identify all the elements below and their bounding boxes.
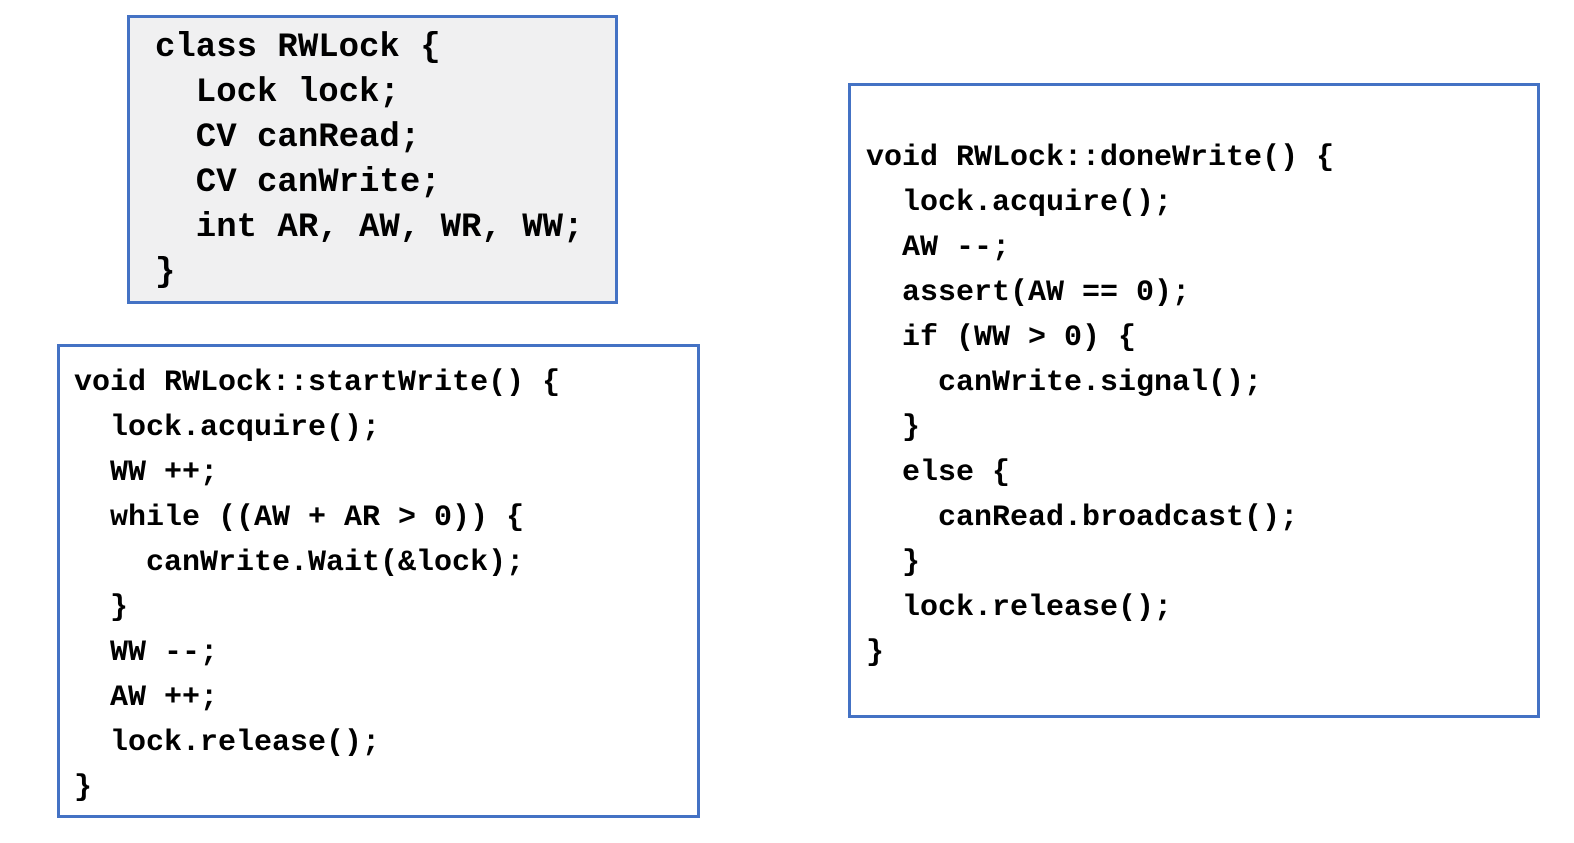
donewrite-method-box: void RWLock::doneWrite() { lock.acquire(… <box>848 83 1540 718</box>
donewrite-method-code: void RWLock::doneWrite() { lock.acquire(… <box>866 141 1335 670</box>
startwrite-method-box: void RWLock::startWrite() { lock.acquire… <box>57 344 700 818</box>
rwlock-class-definition-code: class RWLock { Lock lock; CV canRead; CV… <box>155 29 584 292</box>
startwrite-method-code: void RWLock::startWrite() { lock.acquire… <box>74 366 561 805</box>
rwlock-class-definition-box: class RWLock { Lock lock; CV canRead; CV… <box>127 15 618 304</box>
